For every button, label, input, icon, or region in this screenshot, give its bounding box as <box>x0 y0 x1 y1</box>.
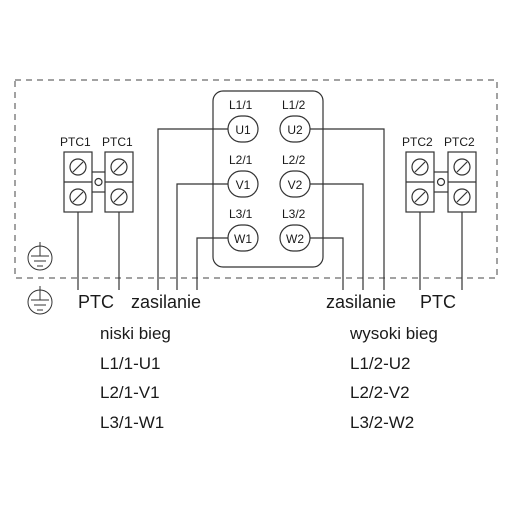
label-L1-2: L1/2 <box>282 98 306 112</box>
label-L2-1: L2/1 <box>229 153 253 167</box>
label-ptc-left: PTC <box>78 292 114 312</box>
wire-supply-U2 <box>310 128 385 290</box>
ptc1-label-a: PTC1 <box>60 135 91 149</box>
wire-supply-W1 <box>196 237 228 290</box>
wire-supply-V1 <box>176 183 228 290</box>
motor-terminal-box <box>212 90 324 268</box>
low-speed-line-3: L3/1-W1 <box>100 413 164 432</box>
low-speed-line-2: L2/1-V1 <box>100 383 160 402</box>
svg-text:V1: V1 <box>236 178 251 192</box>
high-speed-line-2: L2/2-V2 <box>350 383 410 402</box>
label-supply-left: zasilanie <box>131 292 201 312</box>
ground-symbol-inner <box>27 242 53 271</box>
label-L3-1: L3/1 <box>229 207 253 221</box>
ground-symbol-outer <box>27 286 53 315</box>
svg-text:U2: U2 <box>287 123 303 137</box>
svg-text:W1: W1 <box>234 232 252 246</box>
node-W2: W2 <box>279 224 311 252</box>
high-speed-line-1: L1/2-U2 <box>350 354 410 373</box>
high-speed-title: wysoki bieg <box>349 324 438 343</box>
svg-text:V2: V2 <box>288 178 303 192</box>
terminal-block-ptc1 <box>63 151 134 213</box>
node-V2: V2 <box>279 170 311 198</box>
node-V1: V1 <box>227 170 259 198</box>
node-U1: U1 <box>227 115 259 143</box>
ptc1-label-b: PTC1 <box>102 135 133 149</box>
enclosure-dashed-border <box>14 79 498 279</box>
wire-supply-W2 <box>310 237 344 290</box>
svg-text:W2: W2 <box>286 232 304 246</box>
high-speed-line-3: L3/2-W2 <box>350 413 414 432</box>
ptc2-label-b: PTC2 <box>444 135 475 149</box>
svg-text:U1: U1 <box>235 123 251 137</box>
node-W1: W1 <box>227 224 259 252</box>
label-L3-2: L3/2 <box>282 207 306 221</box>
label-ptc-right: PTC <box>420 292 456 312</box>
label-L1-1: L1/1 <box>229 98 253 112</box>
ptc2-label-a: PTC2 <box>402 135 433 149</box>
low-speed-title: niski bieg <box>100 324 171 343</box>
low-speed-line-1: L1/1-U1 <box>100 354 160 373</box>
terminal-block-ptc2 <box>405 151 477 213</box>
label-L2-2: L2/2 <box>282 153 306 167</box>
node-U2: U2 <box>279 115 311 143</box>
wire-supply-U1 <box>157 128 228 290</box>
label-supply-right: zasilanie <box>326 292 396 312</box>
wire-supply-V2 <box>310 183 364 290</box>
